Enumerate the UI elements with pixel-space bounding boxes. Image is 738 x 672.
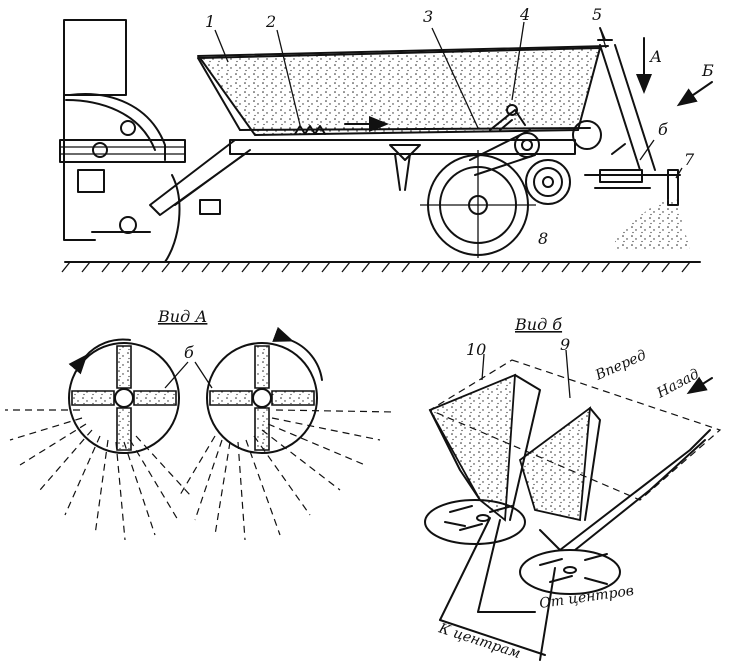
view-b-direction-lines <box>439 376 713 661</box>
part-number-1: 1 <box>205 12 215 31</box>
part-number-3: 3 <box>423 7 433 26</box>
label-backward: Назад <box>653 366 702 402</box>
view-a-disc-label: б <box>184 343 194 362</box>
view-b-outline <box>428 359 722 501</box>
hopper <box>197 45 609 137</box>
side-view: 1 2 3 4 5 б 7 8 А Б <box>59 5 714 273</box>
view-b: Вид б <box>424 315 722 662</box>
chain-drive <box>469 104 602 205</box>
part-number-4: 4 <box>519 5 530 24</box>
view-b-caption: Вид б <box>514 315 562 334</box>
label-to-centers: К центрам <box>436 620 523 662</box>
view-a-caption: Вид А <box>157 307 207 326</box>
view-b-chute-right <box>518 406 711 551</box>
part-number-5: 5 <box>592 5 602 24</box>
view-a-spray-left <box>5 409 191 541</box>
part-number-6: б <box>658 120 668 139</box>
label-forward: Вперед <box>592 347 649 384</box>
view-arrows <box>636 37 713 107</box>
view-a-spray-right <box>179 409 396 541</box>
drive-wheel <box>420 150 536 258</box>
view-a-disc-left <box>68 338 180 454</box>
auger <box>294 116 389 135</box>
view-a-disc-right <box>206 326 323 454</box>
part-number-7: 7 <box>684 150 695 169</box>
part-number-8: 8 <box>538 229 548 248</box>
leader-lines <box>214 21 683 179</box>
view-b-chute-left <box>428 373 541 522</box>
part-number-10: 10 <box>466 340 486 359</box>
part-number-9: 9 <box>560 335 570 354</box>
ground-line <box>61 261 701 273</box>
view-a: Вид А б <box>5 307 396 541</box>
arrow-label-b: Б <box>701 61 714 80</box>
tractor <box>59 19 186 263</box>
arrow-label-a: А <box>649 47 662 66</box>
view-b-disc-right <box>519 549 621 595</box>
part-number-2: 2 <box>265 12 276 31</box>
view-b-disc-left <box>424 499 526 545</box>
frame <box>149 139 576 216</box>
